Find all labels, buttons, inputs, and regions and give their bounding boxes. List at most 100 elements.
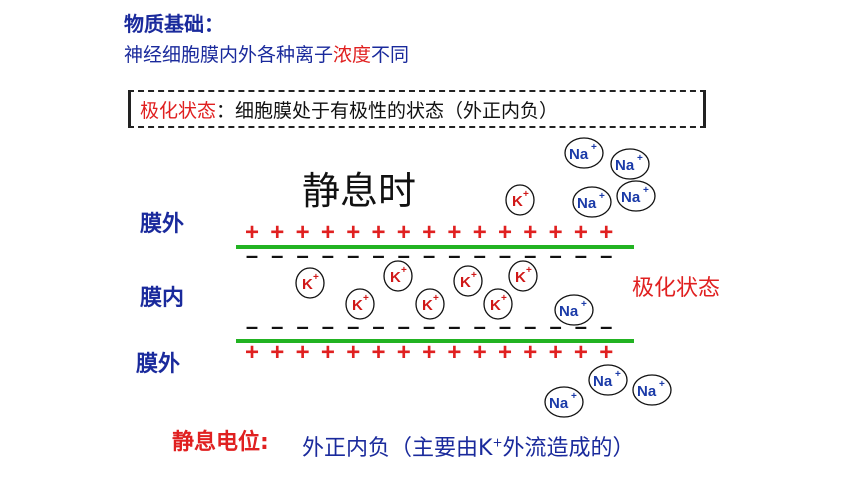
k-ion-charge: + [471,270,477,281]
polarized-label: 极化状态 [632,276,721,301]
positive-charge: + [447,339,461,366]
negative-charge: – [600,314,612,339]
positive-charge: + [447,219,461,246]
positive-charge: + [574,219,588,246]
positive-charge: + [270,339,284,366]
na-ion-label: Na [559,303,579,320]
positive-charge: + [523,219,537,246]
k-ion [295,267,325,299]
title: 物质基础： [124,12,224,36]
resting-text-sup: + [492,435,503,450]
k-ion [345,288,375,320]
definition-colon: ： [216,100,236,122]
k-ion-label: K [352,297,363,314]
k-ion [453,265,483,297]
k-ion [505,184,535,216]
k-ion-charge: + [433,293,439,304]
na-ion-charge: + [591,142,597,153]
negative-charge: – [499,314,511,339]
negative-charge: – [322,314,334,339]
na-ion-label: Na [569,146,589,163]
negative-charge: – [524,314,536,339]
positive-charge: + [422,339,436,366]
na-ion-label: Na [549,395,569,412]
positive-charge: + [574,339,588,366]
negative-charge: – [423,243,435,268]
k-ion [415,288,445,320]
na-ion [610,148,650,180]
na-ion [588,364,628,396]
negative-charge: – [296,243,308,268]
positive-charge: + [245,219,259,246]
positive-charge: + [549,339,563,366]
na-ion-label: Na [593,373,613,390]
negative-charge: – [575,314,587,339]
positive-charge: + [371,339,385,366]
positive-charge: + [473,219,487,246]
positive-charge: + [599,339,613,366]
negative-charge: – [398,314,410,339]
negative-charge: – [423,314,435,339]
k-ion-charge: + [313,272,319,283]
positive-charge: + [270,219,284,246]
k-ion-label: K [460,274,471,291]
negative-charge: – [600,243,612,268]
definition-term: 极化状态 [140,100,217,122]
label-outside-top: 膜外 [140,212,185,237]
na-ion-charge: + [615,369,621,380]
negative-charge: – [296,314,308,339]
definition-text: 极化状态：细胞膜处于有极性的状态（外正内负） [140,96,558,123]
na-ion [554,294,594,326]
na-ion-charge: + [581,299,587,310]
k-ion [383,260,413,292]
subtitle-part2: 不同 [371,44,410,66]
k-ion-label: K [302,276,313,293]
na-ion-charge: + [643,185,649,196]
k-ion [483,288,513,320]
positive-charge: + [371,219,385,246]
negative-charge: – [271,243,283,268]
na-ion-charge: + [659,379,665,390]
negative-charge: – [246,314,258,339]
positive-charge: + [397,219,411,246]
negative-charge: – [347,243,359,268]
negative-charge: – [271,314,283,339]
k-ion-charge: + [363,293,369,304]
positive-charge: + [321,339,335,366]
negative-charge: – [372,243,384,268]
na-ion [616,180,656,212]
k-ion-label: K [490,297,501,314]
subtitle-part1: 神经细胞膜内外各种离子 [124,44,334,66]
negative-charge: – [575,243,587,268]
positive-charge: + [397,339,411,366]
subtitle: 神经细胞膜内外各种离子浓度不同 [124,40,409,67]
na-ion [632,374,672,406]
na-ion [572,186,612,218]
negative-charge: – [474,243,486,268]
positive-charge: + [549,219,563,246]
na-ion-label: Na [621,189,641,206]
na-ion [544,386,584,418]
k-ion [508,260,538,292]
subtitle-highlight: 浓度 [333,44,372,66]
k-ion-label: K [390,269,401,286]
negative-charge: – [347,314,359,339]
positive-charge: + [523,339,537,366]
k-ion-charge: + [526,265,532,276]
positive-charge: + [599,219,613,246]
na-ion-label: Na [637,383,657,400]
k-ion-label: K [515,269,526,286]
state-title: 静息时 [302,169,417,213]
positive-charge: + [473,339,487,366]
negative-charge: – [474,314,486,339]
na-ion [564,137,604,169]
negative-charge: – [549,243,561,268]
k-ion-charge: + [401,265,407,276]
resting-potential-text: 外正内负（主要由K+外流造成的） [302,430,635,462]
definition-body: 细胞膜处于有极性的状态（外正内负） [235,100,559,122]
positive-charge: + [422,219,436,246]
label-outside-bottom: 膜外 [136,352,181,377]
resting-text-part2: 外流造成的） [502,436,635,461]
negative-charge: – [448,314,460,339]
